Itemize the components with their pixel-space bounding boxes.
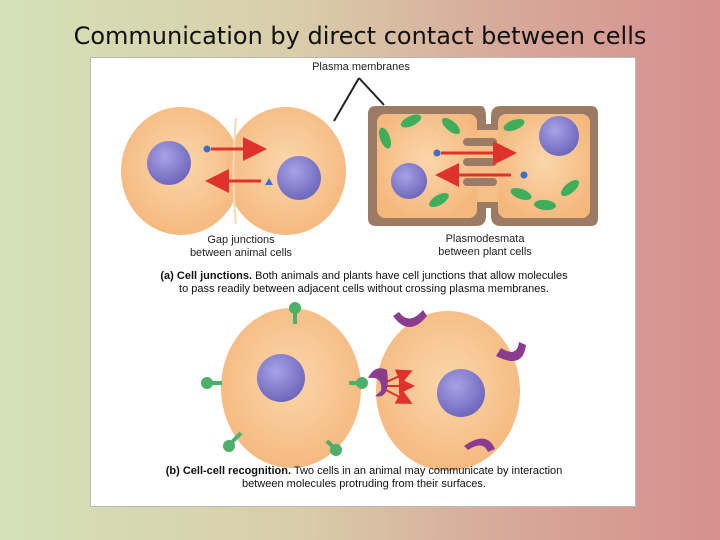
plant-cell-left	[377, 114, 477, 218]
plasmodesma-1	[463, 138, 497, 146]
animal-cell-pair	[121, 107, 346, 235]
slide-title: Communication by direct contact between …	[73, 22, 647, 50]
chloroplast-icons	[378, 114, 580, 211]
nucleus-right	[277, 156, 321, 200]
plant-cell-pair	[368, 106, 598, 226]
figure-illustration	[121, 77, 598, 471]
nucleus-left	[147, 141, 191, 185]
molecule-dot	[203, 145, 211, 153]
plasmodesma-2	[463, 158, 497, 166]
label-plasma-membranes: Plasma membranes	[312, 61, 410, 73]
plasmodesma-3	[463, 178, 497, 186]
figure-panel: Plasma membranes Gap junctions between a…	[90, 57, 636, 507]
pointer-line-left	[333, 77, 360, 122]
cell-recognition	[201, 302, 526, 471]
plant-nucleus-left	[391, 163, 427, 199]
label-gap-junctions: Gap junctions between animal cells	[189, 234, 293, 259]
pointer-line-right	[358, 77, 385, 106]
label-plasmodesmata: Plasmodesmata between plant cells	[438, 233, 532, 258]
caption-cell-recognition: (b) Cell-cell recognition. Two cells in …	[165, 465, 563, 490]
receptor-icons	[368, 310, 526, 452]
signal-molecule-icons	[201, 302, 368, 456]
molecule-triangle	[265, 178, 273, 185]
caption-cell-junctions: (a) Cell junctions. Both animals and pla…	[160, 270, 568, 295]
plant-nucleus-right	[539, 116, 579, 156]
